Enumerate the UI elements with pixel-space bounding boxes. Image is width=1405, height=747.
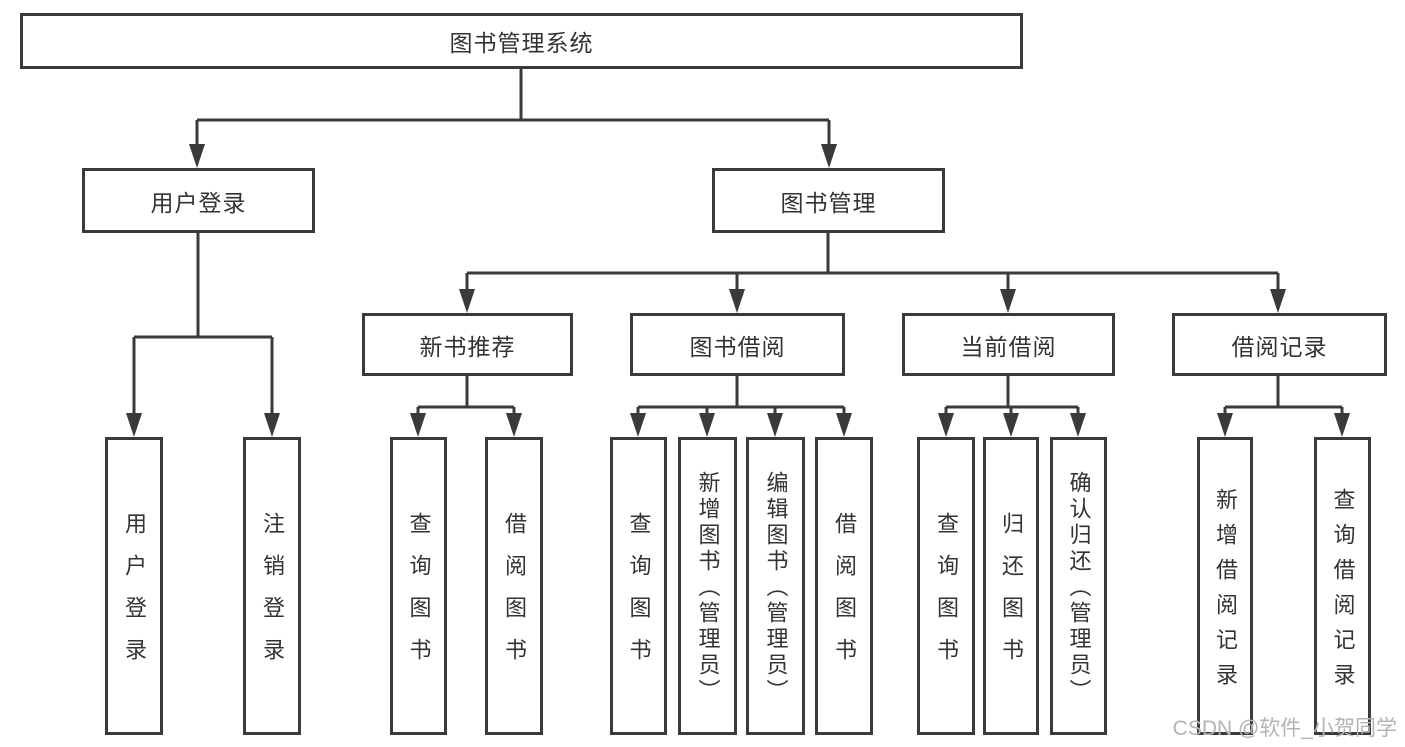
leaf-edit-book-admin: 编辑图书（管理员）: [746, 437, 805, 735]
leaf-logout: 注销登录: [243, 437, 301, 735]
node-label: 注销登录: [260, 512, 285, 680]
node-label: 查询图书: [626, 512, 652, 680]
connector-new-book-branch: [410, 376, 522, 437]
node-label: 图书管理: [780, 189, 877, 216]
node-label: 编辑图书（管理员）: [763, 471, 789, 705]
connector-root-branch: [189, 69, 837, 168]
node-book-borrow: 图书借阅: [630, 313, 845, 376]
node-label: 查询图书: [406, 512, 432, 680]
node-label: 确认归还（管理员）: [1066, 471, 1092, 705]
node-label: 归还图书: [999, 512, 1024, 680]
leaf-add-book-admin: 新增图书（管理员）: [678, 437, 737, 735]
leaf-add-borrow-record: 新增借阅记录: [1197, 437, 1253, 735]
node-label: 图书管理系统: [449, 30, 594, 56]
connector-user-login-branch: [126, 233, 280, 437]
connector-borrow-record-branch: [1217, 376, 1350, 437]
node-label: 当前借阅: [960, 333, 1057, 360]
node-label: 新书推荐: [419, 333, 516, 360]
node-label: 用户登录: [122, 512, 147, 680]
connector-current-borrow-branch: [938, 376, 1086, 437]
leaf-query-books-1: 查询图书: [390, 437, 447, 735]
node-current-borrow: 当前借阅: [902, 313, 1115, 376]
node-label: 借阅记录: [1231, 333, 1328, 360]
leaf-borrow-books-1: 借阅图书: [485, 437, 543, 735]
leaf-user-login: 用户登录: [105, 437, 163, 735]
leaf-borrow-books-2: 借阅图书: [815, 437, 873, 735]
node-root: 图书管理系统: [20, 13, 1023, 69]
node-borrow-record: 借阅记录: [1172, 313, 1387, 376]
leaf-return-book: 归还图书: [983, 437, 1039, 735]
node-user-login: 用户登录: [82, 168, 315, 233]
leaf-confirm-return-admin: 确认归还（管理员）: [1050, 437, 1107, 735]
node-label: 借阅图书: [502, 512, 527, 680]
node-label: 图书借阅: [689, 333, 786, 360]
node-new-book-rec: 新书推荐: [362, 313, 573, 376]
connector-book-mgmt-branch: [459, 233, 1286, 313]
node-label: 新增借阅记录: [1213, 487, 1238, 698]
node-label: 借阅图书: [832, 512, 857, 680]
connector-book-borrow-branch: [630, 376, 852, 437]
node-label: 新增图书（管理员）: [695, 471, 721, 705]
watermark: CSDN @软件_小贺同学: [1172, 717, 1397, 740]
leaf-query-borrow-record: 查询借阅记录: [1314, 437, 1371, 735]
leaf-query-books-3: 查询图书: [917, 437, 975, 735]
node-book-mgmt: 图书管理: [712, 168, 945, 233]
node-label: 用户登录: [150, 189, 247, 216]
leaf-query-books-2: 查询图书: [610, 437, 667, 735]
node-label: 查询图书: [934, 512, 959, 680]
node-label: 查询借阅记录: [1330, 487, 1356, 698]
